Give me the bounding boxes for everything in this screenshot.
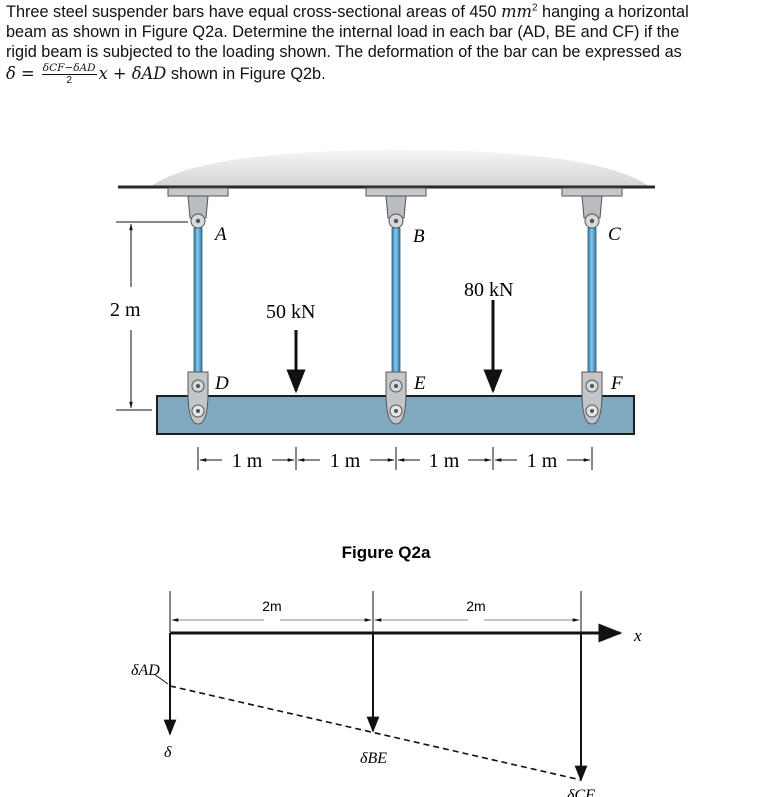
point-label-e: E (413, 373, 426, 394)
span-label-4: 1 m (527, 450, 558, 472)
span-dimensions (197, 447, 593, 470)
delta-cf-label: δCF (567, 787, 595, 797)
area-unit-exponent: 2 (531, 2, 538, 14)
top-bracket-b (365, 187, 427, 229)
formula-lhs: δ = (6, 63, 40, 83)
delta-be-label: δBE (360, 750, 387, 767)
point-label-f: F (610, 373, 623, 394)
rod-be (391, 227, 401, 373)
span-label-2m-1: 2m (262, 598, 281, 614)
problem-statement: Three steel suspender bars have equal cr… (6, 2, 768, 86)
formula-numerator: δCF−δAD (41, 62, 97, 75)
bottom-clevis-e (385, 371, 407, 425)
span-label-2: 1 m (330, 450, 361, 472)
load-label-50kn: 50 kN (266, 301, 315, 323)
height-dimension (116, 221, 188, 411)
point-label-d: D (214, 373, 229, 394)
deformed-line (169, 685, 582, 781)
problem-text: hanging a horizontal (537, 3, 689, 21)
figure-q2a-caption: Figure Q2a (342, 543, 431, 562)
problem-text: Three steel suspender bars have equal cr… (6, 3, 502, 21)
area-unit: mm (501, 2, 532, 21)
figure-q2a: A B C D E F 2 m 50 kN 80 kN (110, 150, 655, 562)
ceiling (118, 150, 655, 189)
rod-ad (193, 227, 203, 373)
point-label-c: C (608, 224, 621, 245)
bottom-clevis-d (187, 371, 209, 425)
span-label-1: 1 m (232, 450, 263, 472)
formula-denominator: 2 (66, 74, 73, 86)
formula-rest: x + δAD (98, 63, 167, 83)
problem-line-2: beam as shown in Figure Q2a. Determine t… (6, 23, 680, 41)
height-label: 2 m (110, 299, 141, 321)
top-bracket-c (561, 187, 623, 229)
x-axis-label: x (633, 626, 642, 645)
span-label-3: 1 m (429, 450, 460, 472)
delta-label: δ (164, 744, 172, 761)
bottom-clevis-f (581, 371, 603, 425)
load-label-80kn: 80 kN (464, 279, 513, 301)
rod-cf (587, 227, 597, 373)
point-label-b: B (413, 226, 425, 247)
problem-line-3: rigid beam is subjected to the loading s… (6, 43, 682, 61)
problem-line-1: Three steel suspender bars have equal cr… (6, 2, 768, 22)
delta-ad-label: δAD (131, 662, 160, 679)
span-label-2m-2: 2m (466, 598, 485, 614)
delta-ad-leader (153, 673, 169, 685)
point-label-a: A (213, 224, 227, 245)
figure-q2b: 2m 2m x δAD δ δBE δCF (131, 591, 642, 797)
problem-text: shown in Figure Q2b. (166, 64, 326, 83)
